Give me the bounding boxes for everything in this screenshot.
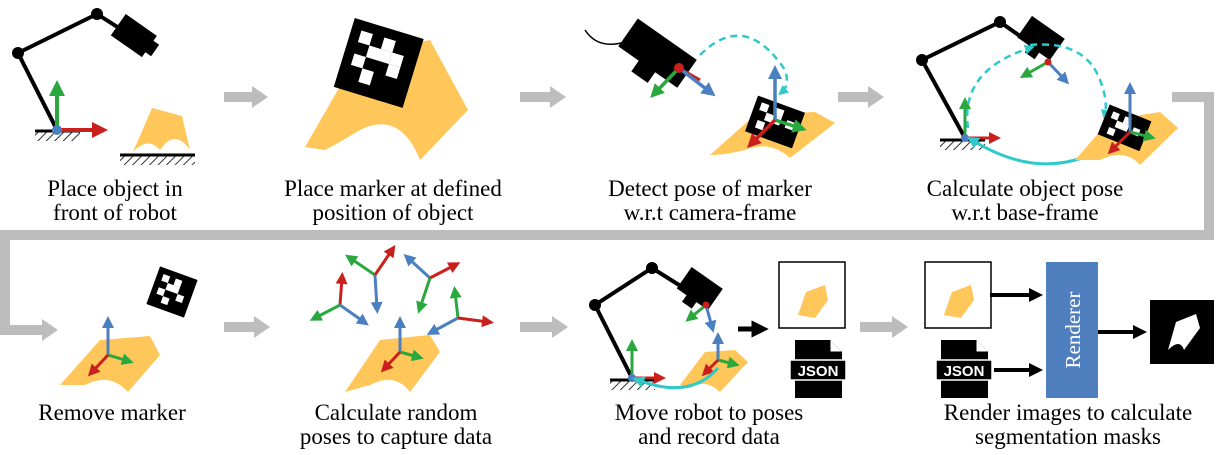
input-arrows [990,288,1043,377]
gripper-frame-axes [685,301,717,333]
step5-caption: Remove marker [0,401,252,425]
aruco-marker [146,266,198,318]
captured-image-thumbnail [778,261,846,329]
gripper-frame-axes [1019,58,1070,85]
base-to-object-link [632,367,720,390]
robot-arm [12,8,160,131]
object-frame-axes [1107,82,1156,155]
json-label: JSON [944,363,985,380]
caption-line: segmentation masks [975,424,1161,449]
caption-line: w.r.t base-frame [951,200,1099,225]
caption-line: w.r.t camera-frame [623,200,797,225]
pose-frame [309,272,369,326]
caption-line: Remove marker [38,400,186,425]
robot-arm [916,15,1065,139]
step1-caption: Place object in front of robot [0,177,255,225]
caption-line: and record data [638,424,780,449]
step6-illustration [309,245,494,392]
base-frame-axes [626,339,666,384]
object-shape [60,336,160,392]
pose-frame [426,286,494,335]
renderer-label: Renderer [1061,292,1085,369]
ground [120,153,195,165]
caption-line: front of robot [53,200,177,225]
base-frame-axes [49,80,108,138]
json-label: JSON [798,363,839,380]
flow-arrow-3-4 [838,86,884,108]
camera-frame-axes [650,63,716,99]
step7-illustration: JSON [589,261,847,398]
step3-illustration [584,18,835,158]
pose-frame [345,245,396,314]
step8-caption: Render images to calculate segmentation … [928,401,1208,449]
camera-to-marker-link [1029,43,1111,120]
caption-line: Detect pose of marker [608,176,812,201]
segmentation-mask [1150,300,1214,364]
flow-arrow-1-2 [224,86,268,108]
caption-line: Render images to calculate [943,400,1193,425]
pose-frame [403,253,461,314]
step5-illustration [60,266,198,392]
json-file-icon: JSON [935,340,993,398]
caption-line: Calculate object pose [926,176,1124,201]
step4-illustration [916,15,1178,166]
base-frame-axes [959,97,1001,144]
camera [584,18,697,88]
caption-line: position of object [312,200,474,225]
base-to-object-link [966,136,1101,166]
flow-arrow-7-8 [860,316,908,338]
renderer-block: Renderer [1046,262,1098,398]
object-shape [133,108,190,152]
captured-image-thumbnail [924,261,992,329]
flow-arrows [0,86,1214,341]
marker-frame-axes [747,65,807,148]
caption-line: Place object in [47,176,183,201]
step8-illustration: JSON Renderer [924,261,1214,398]
step6-caption: Calculate random poses to capture data [256,401,536,449]
robot-arm [589,262,723,379]
step4-caption: Calculate object pose w.r.t base-frame [885,177,1165,225]
flow-arrow-5-6 [224,316,270,338]
caption-line: poses to capture data [299,424,493,449]
base-to-camera-link [965,44,1035,129]
object-frame-axes [701,332,740,377]
object-shape [345,335,440,392]
flow-arrow-6-7 [520,316,568,338]
aruco-marker [333,18,424,108]
caption-line: Place marker at defined [284,176,502,201]
object-frame-axes [87,316,134,377]
step2-caption: Place marker at defined position of obje… [253,177,533,225]
detection-link [699,34,790,96]
caption-line: Calculate random [314,400,478,425]
caption-line: Move robot to poses [614,400,804,425]
step3-caption: Detect pose of marker w.r.t camera-frame [570,177,850,225]
step7-caption: Move robot to poses and record data [569,401,849,449]
step1-illustration [12,8,195,165]
step2-illustration [305,18,468,160]
object-frame-axes [380,316,424,373]
flow-arrow-2-3 [520,86,566,108]
json-file-icon: JSON [789,340,847,398]
aruco-marker [1097,104,1152,152]
